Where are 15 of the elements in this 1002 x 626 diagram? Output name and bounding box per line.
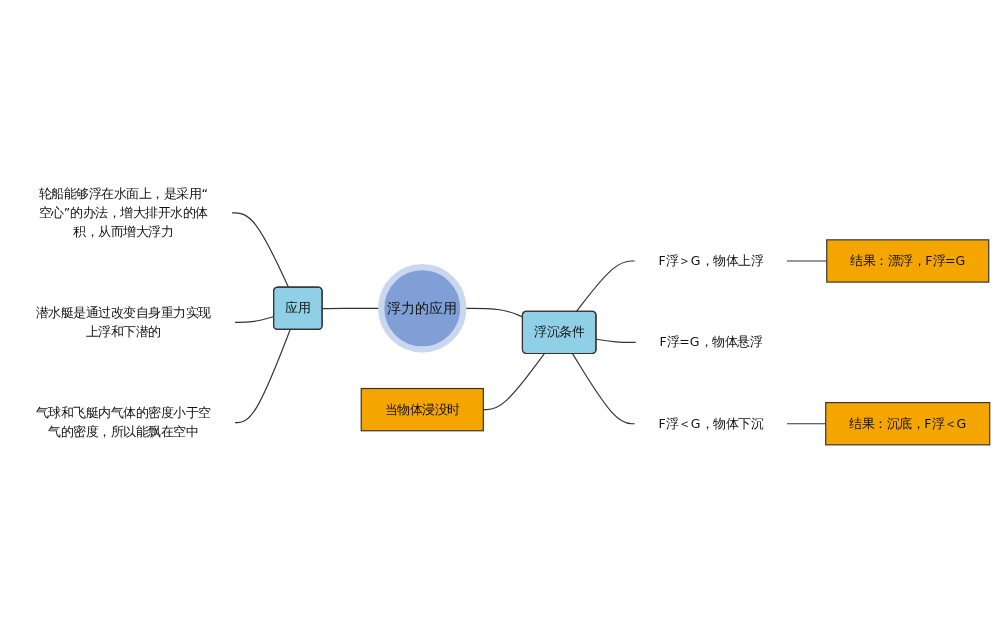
- node-text: F浮＜G，物体下沉: [658, 415, 764, 431]
- connector: [595, 338, 637, 343]
- node-text: 轮船能够浮在水面上，是采用“空心”的办法，增大排开水的体积，从而增大浮力: [38, 186, 208, 239]
- connector: [575, 260, 636, 313]
- connector: [572, 353, 636, 425]
- node-box: 结果：漂浮，F浮=G: [826, 239, 990, 283]
- connector: [230, 212, 290, 289]
- connector: [233, 329, 291, 424]
- node-text: 气球和飞艇内气体的密度小于空气的密度，所以能飘在空中: [35, 405, 212, 439]
- node-text: F浮=G，物体悬浮: [659, 334, 763, 350]
- node-circle: 浮力的应用: [378, 264, 467, 353]
- node-box: 结果：沉底，F浮＜G: [825, 402, 991, 446]
- node-text: 潜水艇是通过改变自身重力实现上浮和下潜的: [35, 305, 212, 339]
- node-text: F浮＞G，物体上浮: [658, 253, 764, 269]
- node-box: 当物体浸没时: [360, 387, 484, 432]
